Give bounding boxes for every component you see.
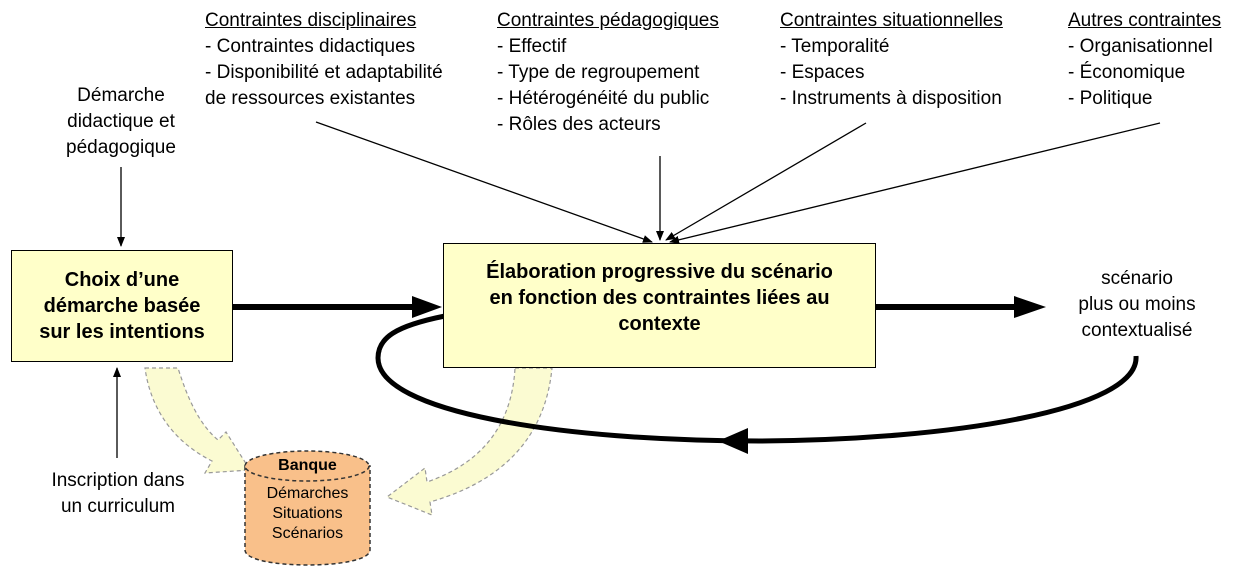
arrow-situationnelles: [665, 122, 867, 241]
elaboration-line-3: contexte: [618, 313, 701, 335]
inscription-curriculum-label: Inscription dans un curriculum: [28, 468, 208, 520]
header-autres: Autres contraintes: [1068, 10, 1222, 31]
demarche-line-2: didactique et: [67, 111, 175, 132]
output-line-3: contextualisé: [1081, 320, 1193, 341]
item-contraintes-didactiques: - Contraintes didactiques: [205, 36, 416, 57]
item-disponibilite: - Disponibilité et adaptabilité: [205, 62, 443, 83]
flow-arrow-to-bank-left: [144, 367, 252, 474]
inscription-line-2: un curriculum: [60, 496, 176, 517]
arrow-autres: [669, 122, 1161, 244]
constraints-autres: Autres contraintes - Organisationnel - É…: [1068, 8, 1221, 112]
choix-line-3: sur les intentions: [39, 321, 205, 343]
constraints-pedagogiques: Contraintes pédagogiques - Effectif - Ty…: [497, 8, 719, 138]
choix-line-1: Choix d’une: [64, 269, 180, 291]
output-line-1: scénario: [1101, 268, 1173, 289]
feedback-loop-curve: [375, 313, 1139, 444]
elaboration-line-1: Élaboration progressive du scénario: [486, 261, 833, 283]
arrowhead-choix-to-elaboration: [412, 296, 442, 318]
item-politique: - Politique: [1068, 88, 1153, 109]
demarche-line-1: Démarche: [77, 85, 165, 106]
item-economique: - Économique: [1068, 62, 1186, 83]
constraints-disciplinaires: Contraintes disciplinaires - Contraintes…: [205, 8, 443, 112]
item-ressources-existantes: de ressources existantes: [205, 88, 416, 109]
elaboration-line-2: en fonction des contraintes liées au: [489, 287, 830, 309]
item-heterogeneite: - Hétérogénéité du public: [497, 88, 710, 109]
item-espaces: - Espaces: [780, 62, 865, 83]
bank-cylinder-body: [244, 465, 371, 566]
elaboration-scenario-box: Élaboration progressive du scénario en f…: [443, 243, 876, 368]
item-temporalite: - Temporalité: [780, 36, 890, 57]
bank-item-scenarios: Scénarios: [271, 525, 344, 542]
item-organisationnel: - Organisationnel: [1068, 36, 1213, 57]
item-type-regroupement: - Type de regroupement: [497, 62, 700, 83]
choix-line-2: démarche basée: [43, 295, 201, 317]
header-disciplinaires: Contraintes disciplinaires: [205, 10, 417, 31]
inscription-line-1: Inscription dans: [51, 470, 185, 491]
flow-arrow-to-bank-right: [385, 367, 553, 516]
bank-title: Banque: [278, 457, 337, 474]
item-instruments: - Instruments à disposition: [780, 88, 1002, 109]
bank-item-demarches: Démarches: [266, 485, 349, 502]
demarche-label: Démarche didactique et pédagogique: [48, 83, 194, 161]
demarche-line-3: pédagogique: [66, 137, 176, 158]
feedback-loop-arrowhead: [718, 428, 748, 454]
output-line-2: plus ou moins: [1078, 294, 1196, 315]
choix-demarche-box: Choix d’une démarche basée sur les inten…: [11, 250, 233, 362]
constraints-situationnelles: Contraintes situationnelles - Temporalit…: [780, 8, 1003, 112]
arrow-disciplinaires: [315, 121, 653, 243]
header-pedagogiques: Contraintes pédagogiques: [497, 10, 719, 31]
item-roles-acteurs: - Rôles des acteurs: [497, 114, 661, 135]
arrowhead-elaboration-to-output: [1014, 296, 1046, 318]
bank-content: Banque Démarches Situations Scénarios: [245, 456, 370, 544]
bank-cylinder-top: [244, 450, 370, 482]
header-situationnelles: Contraintes situationnelles: [780, 10, 1003, 31]
item-effectif: - Effectif: [497, 36, 567, 57]
bank-item-situations: Situations: [272, 505, 343, 522]
output-scenario-label: scénario plus ou moins contextualisé: [1052, 266, 1222, 344]
